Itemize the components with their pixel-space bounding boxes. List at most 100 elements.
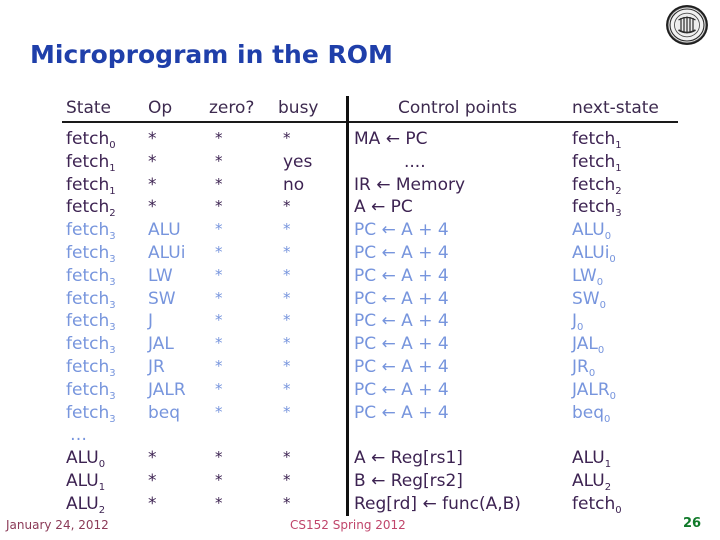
cell-state: fetch3 [66,334,116,357]
cell-op: ALU [148,220,181,241]
subscript: 1 [109,185,116,197]
cell-state: fetch2 [66,197,116,220]
cell-next-state: fetch3 [572,197,622,220]
cell-control-points: PC ← A + 4 [354,265,449,286]
column-header-zero: zero? [209,98,255,118]
cell-state: … [70,425,87,446]
cell-next-state: ALU2 [572,471,612,493]
cell-next-state: JR0 [572,357,596,379]
cell-next-state: fetch1 [572,151,622,174]
cell-zero: * [215,357,223,375]
cell-busy: * [283,379,291,398]
subscript: 3 [109,390,116,402]
subscript: 1 [615,162,622,174]
cell-zero: * [215,197,223,216]
cell-control-points: .... [404,151,426,172]
mit-seal-icon [664,4,710,46]
cell-state: fetch3 [66,220,116,243]
cell-control-points: PC ← A + 4 [354,220,449,241]
subscript: 0 [609,390,617,402]
cell-control-points: PC ← A + 4 [354,379,449,400]
subscript: 0 [588,368,596,379]
cell-busy: * [283,220,291,239]
cell-busy: * [283,243,291,261]
cell-control-points: Reg[rd] ← func(A,B) [354,493,521,514]
cell-state: fetch3 [66,243,116,265]
subscript: 2 [98,504,106,516]
cell-control-points: A ← PC [354,197,413,218]
subscript: 0 [109,140,116,151]
cell-op: * [148,448,157,469]
subscript: 0 [609,254,616,265]
cell-op: * [148,151,157,172]
cell-state: ALU2 [66,493,106,516]
cell-zero: * [215,288,223,307]
cell-state: fetch3 [66,357,116,379]
cell-state: fetch3 [66,288,116,311]
cell-zero: * [215,334,223,353]
subscript: 3 [615,208,622,220]
subscript: 3 [109,276,116,288]
cell-state: fetch3 [66,402,116,425]
cell-next-state: SW0 [572,288,606,311]
cell-zero: * [215,402,223,421]
cell-busy: * [283,265,291,284]
header-divider [62,121,678,123]
cell-next-state: ALUi0 [572,243,616,265]
cell-state: fetch1 [66,151,116,174]
footer-course: CS152 Spring 2012 [290,518,406,532]
cell-state: ALU0 [66,448,106,471]
column-header-next-state: next-state [572,98,659,118]
column-header-op: Op [148,98,173,118]
cell-control-points: MA ← PC [354,129,428,149]
subscript: 2 [615,185,622,197]
column-header-busy: busy [278,98,319,118]
cell-next-state: fetch0 [572,493,622,516]
subscript: 1 [98,482,106,493]
cell-busy: yes [283,151,313,172]
cell-op: LW [148,265,173,286]
subscript: 0 [604,413,611,425]
cell-control-points: IR ← Memory [354,174,466,195]
subscript: 1 [615,140,622,151]
cell-op: JAL [148,334,174,355]
subscript: 3 [109,299,116,311]
cell-control-points: B ← Reg[rs2] [354,471,463,491]
cell-state: fetch1 [66,174,116,197]
cell-control-points: PC ← A + 4 [354,402,449,423]
cell-state: ALU1 [66,471,106,493]
cell-zero: * [215,220,223,239]
cell-next-state: fetch1 [572,129,622,151]
cell-busy: * [283,493,291,512]
cell-op: * [148,197,157,218]
subscript: 3 [109,413,116,425]
subscript: 2 [604,482,612,493]
cell-op: * [148,493,157,514]
cell-zero: * [215,151,223,170]
cell-zero: * [215,471,223,489]
cell-zero: * [215,311,223,330]
cell-control-points: PC ← A + 4 [354,357,449,377]
cell-op: beq [148,402,181,423]
cell-zero: * [215,493,223,512]
cell-busy: * [283,357,291,375]
subscript: 0 [98,459,106,471]
cell-zero: * [215,129,223,147]
cell-state: fetch0 [66,129,116,151]
cell-op: * [148,471,157,491]
cell-zero: * [215,174,223,193]
cell-op: J [148,311,154,332]
cell-zero: * [215,379,223,398]
cell-control-points: A ← Reg[rs1] [354,448,463,469]
footer-page-number: 26 [683,516,702,531]
cell-op: * [148,174,157,195]
cell-state: fetch3 [66,379,116,402]
subscript: 0 [615,504,622,516]
column-header-control-points: Control points [398,98,518,118]
cell-zero: * [215,448,223,467]
subscript: 0 [577,322,584,334]
cell-busy: no [283,174,305,195]
subscript: 1 [109,162,116,174]
